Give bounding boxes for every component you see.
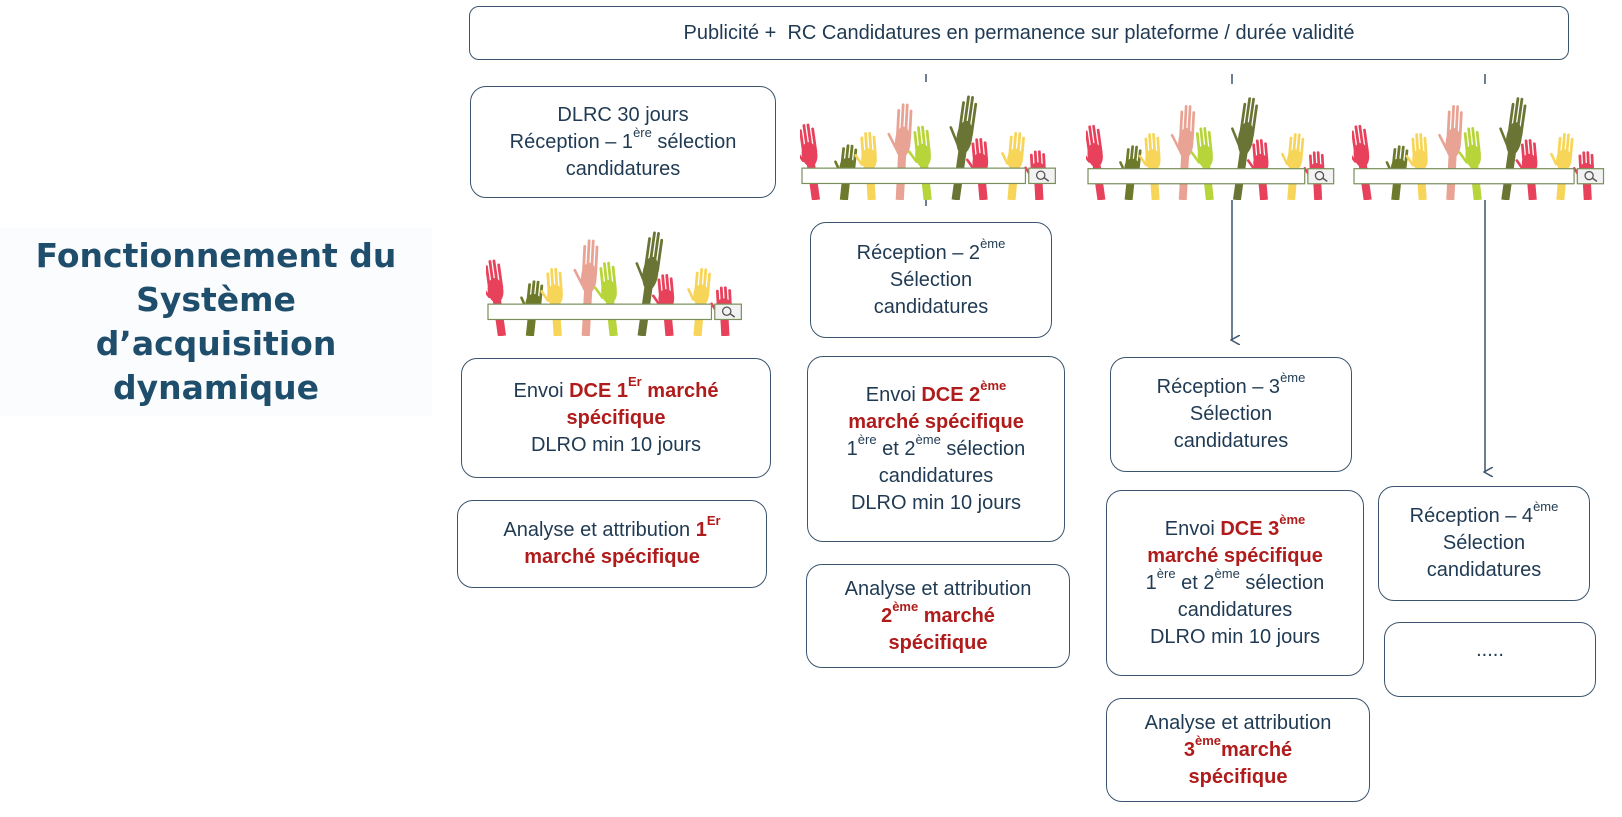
hand-shape xyxy=(800,123,821,200)
hand-shape xyxy=(486,259,507,336)
col2-analyse-line2: 2ème marché xyxy=(881,598,995,627)
hand-shape xyxy=(1405,132,1428,200)
title-line-2: Système xyxy=(136,280,296,319)
col4-reception-line1: Réception – 4ème xyxy=(1409,499,1559,527)
col1-envoi-line1: Envoi DCE 1Er marché xyxy=(513,373,719,402)
col2-reception-line1: Réception – 2ème xyxy=(856,235,1006,264)
hand-shape xyxy=(1138,132,1161,200)
search-bar xyxy=(487,303,713,321)
col4-reception-line2: Sélection xyxy=(1442,532,1526,554)
hand-shape xyxy=(540,267,563,336)
col3-reception-line2: Sélection xyxy=(1189,403,1273,425)
col3-reception-line1: Réception – 3ème xyxy=(1156,370,1306,398)
col1-analyse-line2: marché spécifique xyxy=(524,546,700,568)
search-bar xyxy=(1087,168,1306,185)
col4-more-text: ..... xyxy=(1476,639,1504,661)
diagram-title: Fonctionnement du Système d’acquisition … xyxy=(0,228,432,416)
hand-shape xyxy=(1352,124,1372,200)
col3-reception-box: Réception – 3ème Sélection candidatures xyxy=(1110,357,1352,472)
col3-envoi-line2: marché spécifique xyxy=(1147,544,1323,567)
col2-envoi-line5: DLRO min 10 jours xyxy=(850,491,1022,514)
col1-dlrc-line2: Réception – 1ère sélection xyxy=(509,124,737,153)
col3-envoi-box: Envoi DCE 3ème marché spécifique 1ère et… xyxy=(1106,490,1364,676)
title-line-1: Fonctionnement du xyxy=(35,236,397,275)
col1-analyse-line1: Analyse et attribution 1Er xyxy=(503,513,721,541)
col1-envoi-box: Envoi DCE 1Er marché spécifique DLRO min… xyxy=(461,358,771,478)
title-line-3: d’acquisition xyxy=(95,324,337,363)
col3-analyse-line2: 3èmemarché xyxy=(1183,732,1293,761)
hands-illustration-3 xyxy=(1086,84,1344,200)
col1-dlrc-line1: DLRC 30 jours xyxy=(557,103,689,126)
hand-shape xyxy=(1550,133,1574,200)
col1-envoi-line2: spécifique xyxy=(566,406,666,429)
hands-illustration-2 xyxy=(800,82,1066,200)
col3-envoi-line3: 1ère et 2ème sélection xyxy=(1145,565,1325,594)
col2-reception-line3: candidatures xyxy=(873,295,989,318)
hands-illustration-1 xyxy=(486,218,752,336)
hand-shape xyxy=(854,131,877,200)
header-text: Publicité + RC Candidatures en permanenc… xyxy=(683,21,1355,44)
col2-envoi-line3: 1ère et 2ème sélection xyxy=(846,431,1026,460)
col3-analyse-line3: spécifique xyxy=(1188,765,1288,788)
magnifier-icon xyxy=(1307,168,1335,185)
magnifier-icon xyxy=(714,303,742,321)
col2-analyse-line1: Analyse et attribution xyxy=(844,577,1032,600)
col2-analyse-line3: spécifique xyxy=(888,631,988,654)
col2-envoi-line2: marché spécifique xyxy=(848,410,1024,433)
hand-shape xyxy=(1086,124,1106,200)
hand-shape xyxy=(1281,133,1305,200)
col2-reception-box: Réception – 2ème Sélection candidatures xyxy=(810,222,1052,338)
col3-envoi-line1: Envoi DCE 3ème xyxy=(1164,511,1306,540)
col3-analyse-box: Analyse et attribution 3èmemarché spécif… xyxy=(1106,698,1370,802)
hands-illustration-4 xyxy=(1352,84,1614,200)
col1-dlrc-line3: candidatures xyxy=(565,157,681,180)
col4-more-box: ..... xyxy=(1384,622,1596,697)
hand-shape xyxy=(1001,131,1025,200)
col2-envoi-line1: Envoi DCE 2ème xyxy=(865,377,1007,406)
col2-envoi-line4: candidatures xyxy=(878,464,994,487)
header-box: Publicité + RC Candidatures en permanenc… xyxy=(469,6,1569,60)
col4-reception-line3: candidatures xyxy=(1426,559,1542,581)
magnifier-icon xyxy=(1576,168,1605,185)
col2-envoi-box: Envoi DCE 2ème marché spécifique 1ère et… xyxy=(807,356,1065,542)
col2-reception-line2: Sélection xyxy=(889,268,973,291)
col2-analyse-box: Analyse et attribution 2ème marché spéci… xyxy=(806,564,1070,668)
hand-shape xyxy=(887,103,913,200)
hand-shape xyxy=(687,267,711,336)
magnifier-icon xyxy=(1028,167,1056,185)
col3-envoi-line5: DLRO min 10 jours xyxy=(1149,625,1321,648)
search-bar xyxy=(1353,168,1575,185)
col1-dlrc-box: DLRC 30 jours Réception – 1ère sélection… xyxy=(470,86,776,198)
col1-envoi-line3: DLRO min 10 jours xyxy=(530,433,702,456)
title-line-4: dynamique xyxy=(112,368,320,407)
col3-analyse-line1: Analyse et attribution xyxy=(1144,711,1332,734)
col1-analyse-box: Analyse et attribution 1Er marché spécif… xyxy=(457,500,767,588)
search-bar xyxy=(801,167,1027,185)
col3-reception-line3: candidatures xyxy=(1173,430,1289,452)
col3-envoi-line4: candidatures xyxy=(1177,598,1293,621)
col4-reception-box: Réception – 4ème Sélection candidatures xyxy=(1378,486,1590,601)
